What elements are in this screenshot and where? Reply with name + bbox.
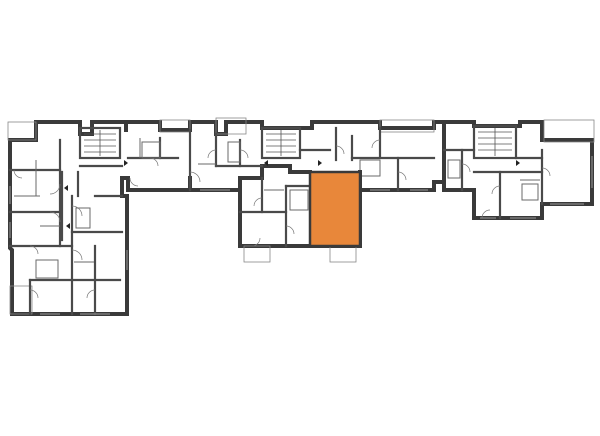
- west-wing: [7, 120, 192, 316]
- central-wing: [124, 117, 446, 192]
- east-wing: [442, 119, 595, 220]
- south-block: [238, 170, 362, 263]
- highlighted-apartment[interactable]: [308, 170, 362, 248]
- entrance-marker: [64, 185, 68, 191]
